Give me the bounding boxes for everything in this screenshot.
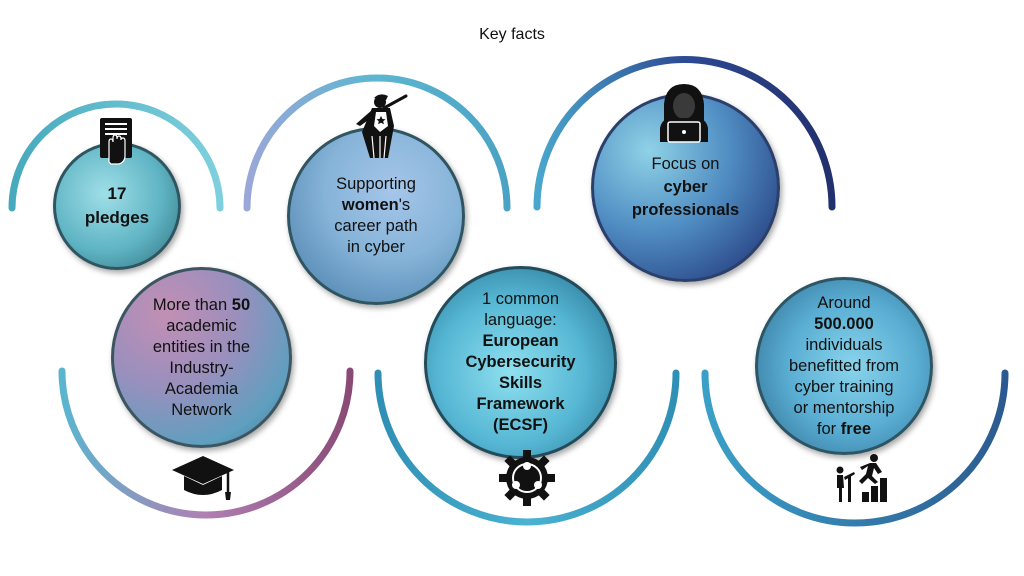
fact-professionals: Focus on cyber professionals <box>591 93 780 282</box>
lang-bold5: (ECSF) <box>493 416 548 434</box>
lang-bold1: European <box>482 332 559 350</box>
gear-network-icon <box>499 450 555 506</box>
train-line1: Around <box>817 293 871 312</box>
lang-bold3: Skills <box>498 374 543 392</box>
train-bold1: 500.000 <box>814 314 874 333</box>
train-line5: cyber training <box>794 377 894 396</box>
academic-prefix: More than <box>152 295 228 314</box>
prof-bold2: professionals <box>631 201 740 219</box>
graduation-cap-icon <box>172 456 234 500</box>
prof-line1: Focus on <box>651 155 720 173</box>
academic-bold: 50 <box>231 295 251 314</box>
fact-academic: More than 50 academic entities in the In… <box>111 267 292 448</box>
lang-bold2: Cybersecurity <box>465 353 576 371</box>
arc-training <box>701 369 1009 527</box>
women-suffix: 's <box>398 196 411 214</box>
superhero-icon <box>356 94 408 159</box>
women-line1: Supporting <box>336 175 416 193</box>
academic-line3: entities in the <box>152 337 251 356</box>
women-line4: in cyber <box>347 238 405 256</box>
fact-training: Around 500.000 individuals benefitted fr… <box>755 277 933 455</box>
arc-professionals <box>533 56 836 211</box>
prof-bold1: cyber <box>663 178 708 196</box>
lang-line2: language: <box>484 311 557 329</box>
academic-line4: Industry- <box>169 358 234 377</box>
hand-pledge-icon <box>100 118 132 165</box>
hacker-icon <box>660 84 708 143</box>
academic-line6: Network <box>171 400 232 419</box>
pledges-number: 17 <box>107 184 127 203</box>
arc-academic <box>58 367 354 519</box>
train-line6: or mentorship <box>793 398 895 417</box>
train-bold7: free <box>840 419 872 438</box>
women-line3: career path <box>334 217 418 235</box>
fact-language: 1 common language: European Cybersecurit… <box>424 266 617 459</box>
lang-line1: 1 common <box>481 290 560 308</box>
academic-line2: academic <box>166 316 237 335</box>
arc-pledges <box>8 100 224 212</box>
career-growth-icon <box>836 454 887 502</box>
train-line4: benefitted from <box>788 356 900 375</box>
arc-language <box>374 369 680 526</box>
academic-line5: Academia <box>164 379 239 398</box>
arc-women <box>243 74 511 212</box>
page-title: Key facts <box>479 26 545 43</box>
train-line3: individuals <box>805 335 883 354</box>
women-bold: women <box>341 196 399 214</box>
lang-bold4: Framework <box>476 395 565 413</box>
pledges-label: pledges <box>84 208 150 227</box>
train-prefix7: for <box>816 419 837 438</box>
